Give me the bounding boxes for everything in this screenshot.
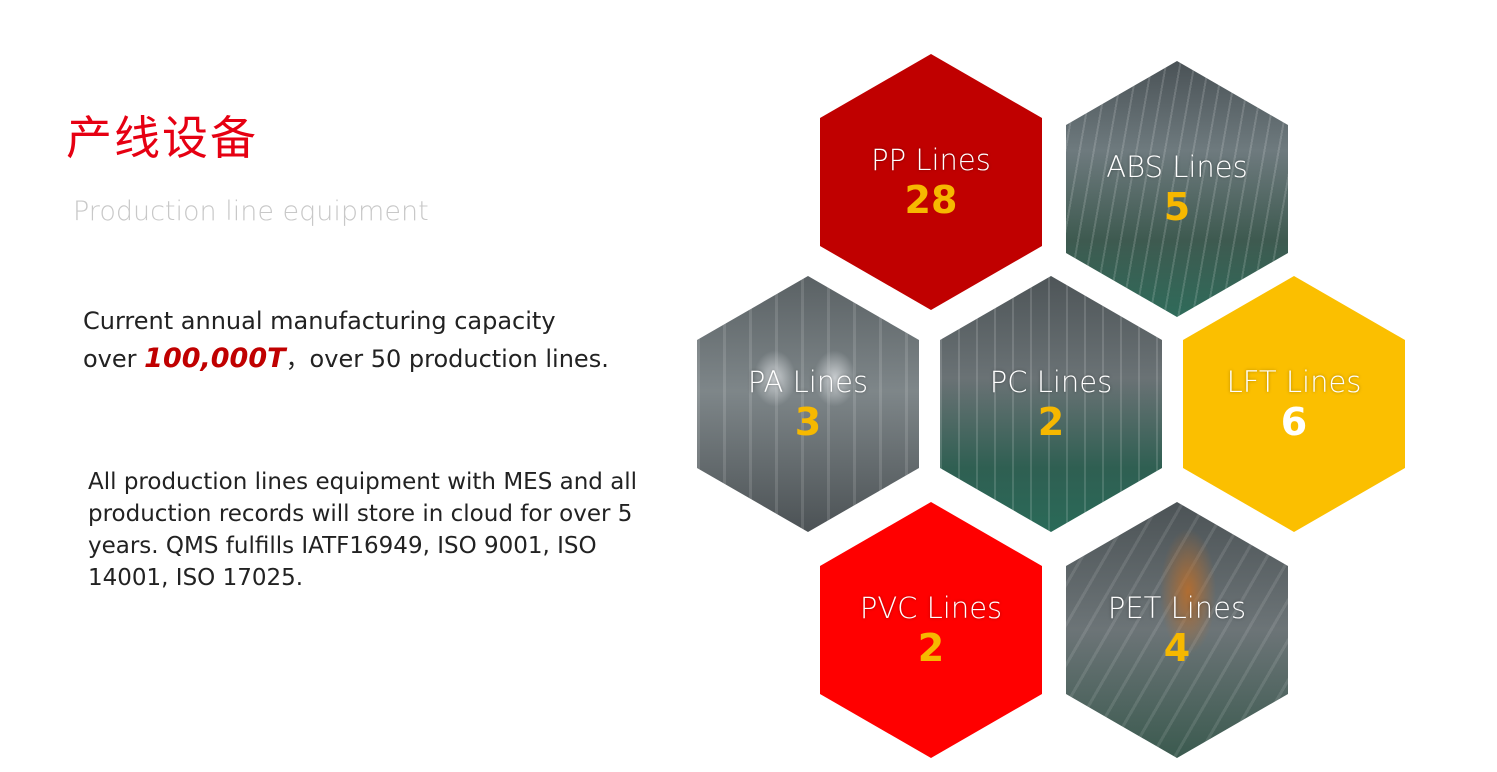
hex-label: PET Lines: [1107, 591, 1247, 625]
hex-pa-lines: PA Lines 3: [697, 276, 919, 532]
capacity-highlight: 100,000T: [144, 343, 286, 374]
hex-label: LFT Lines: [1226, 365, 1362, 399]
page-title: 产线设备: [66, 111, 258, 165]
hex-pc-lines: PC Lines 2: [940, 276, 1162, 532]
hex-count: 2: [1037, 400, 1065, 444]
hex-count: 5: [1163, 185, 1191, 229]
hex-label: PC Lines: [989, 365, 1113, 399]
hex-count: 3: [794, 400, 822, 444]
capacity-statement: Current annual manufacturing capacity ov…: [83, 302, 683, 378]
hex-pp-lines: PP Lines 28: [820, 54, 1042, 310]
hex-count: 6: [1280, 400, 1308, 444]
hex-count: 28: [904, 178, 958, 222]
hex-label: ABS Lines: [1106, 150, 1248, 184]
hex-count: 2: [917, 626, 945, 670]
hex-label: PA Lines: [747, 365, 869, 399]
capacity-prefix: over: [83, 345, 145, 373]
hex-pvc-lines: PVC Lines 2: [820, 502, 1042, 758]
hex-pet-lines: PET Lines 4: [1066, 502, 1288, 758]
hex-count: 4: [1163, 626, 1191, 670]
factory-photo: [1066, 502, 1288, 758]
hex-lft-lines: LFT Lines 6: [1183, 276, 1405, 532]
page-subtitle: Production line equipment: [73, 196, 429, 227]
mes-statement: All production lines equipment with MES …: [88, 469, 638, 591]
hex-label: PP Lines: [871, 143, 991, 177]
hex-abs-lines: ABS Lines 5: [1066, 61, 1288, 317]
hex-label: PVC Lines: [859, 591, 1003, 625]
capacity-suffix: ，over 50 production lines.: [285, 345, 609, 373]
capacity-line-2: over 100,000T，over 50 production lines.: [83, 340, 683, 378]
capacity-line-1: Current annual manufacturing capacity: [83, 307, 556, 335]
